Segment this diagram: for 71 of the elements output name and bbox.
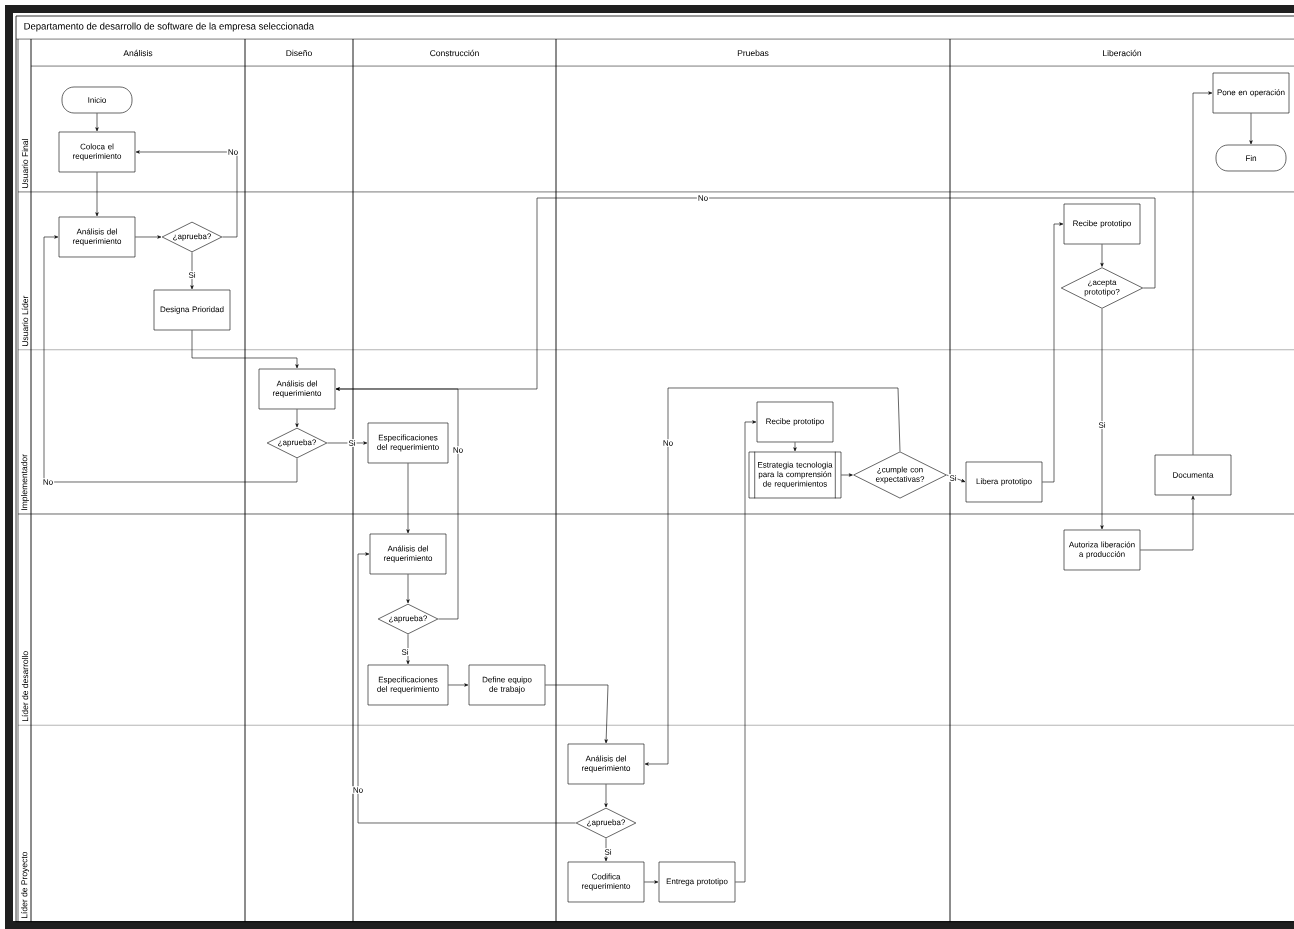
- edge-label: Si: [1097, 421, 1107, 429]
- arrow: [545, 684, 609, 744]
- edge-label: Si: [948, 474, 958, 482]
- arrow: [1192, 91, 1213, 455]
- arrow: [1042, 222, 1064, 483]
- lane-label: Usuario Final: [21, 139, 29, 189]
- arrow: [735, 420, 757, 883]
- edge-label: No: [351, 786, 365, 794]
- subprocess-box: Estrategia tecnologia para la comprensión de requerimientos: [748, 451, 842, 499]
- arrow: [335, 197, 1156, 391]
- process-box: Análisis del requerimiento: [369, 533, 447, 575]
- process-box: Documenta: [1154, 454, 1232, 496]
- column-header: Análisis: [123, 49, 153, 57]
- arrow: [448, 683, 469, 687]
- process-box: Autoriza liberación a producción: [1063, 529, 1141, 571]
- process-box: Coloca el requerimiento: [58, 131, 136, 173]
- column-header: Pruebas: [737, 49, 769, 57]
- arrow: [135, 235, 162, 239]
- arrow: [841, 473, 853, 477]
- column-header: Liberación: [1103, 49, 1142, 57]
- arrow: [1100, 244, 1104, 267]
- column-header: Diseño: [286, 49, 312, 57]
- edge-label: Si: [347, 439, 357, 447]
- arrow: [357, 552, 577, 824]
- process-box: Designa Prioridad: [153, 289, 231, 331]
- edge-label: Si: [603, 848, 613, 856]
- lane-label: Usuario Líder: [21, 295, 29, 347]
- lane-label: Líder de desarrollo: [21, 651, 29, 721]
- process-box: Especificaciones del requerimiento: [367, 664, 449, 706]
- arrow: [95, 172, 99, 217]
- diagram-title: Departamento de desarrollo de software de la empresa seleccionada: [24, 22, 315, 32]
- edge-label: Si: [400, 648, 410, 656]
- arrow: [793, 442, 797, 452]
- edge-label: Si: [187, 271, 197, 279]
- process-box: Entrega prototipo: [658, 861, 736, 903]
- process-box: Codifica requerimiento: [567, 861, 645, 903]
- arrow: [644, 387, 901, 766]
- process-box: Recibe prototipo: [756, 401, 834, 443]
- edge-label: No: [696, 194, 710, 202]
- lane-label: Líder de Proyecto: [21, 851, 29, 918]
- arrow: [946, 474, 966, 483]
- edge-label: No: [661, 439, 675, 447]
- process-box: Define equipo de trabajo: [468, 664, 546, 706]
- column-header: Construcción: [430, 49, 479, 57]
- arrow: [295, 409, 299, 428]
- arrow: [1100, 308, 1104, 530]
- arrow: [406, 634, 410, 665]
- edge-label: No: [226, 148, 240, 156]
- process-box: Análisis del requerimiento: [567, 743, 645, 785]
- process-box: Especificaciones del requerimiento: [367, 422, 449, 464]
- arrow: [604, 838, 608, 862]
- lane-label: Implementador: [21, 454, 29, 510]
- arrow: [1140, 495, 1195, 551]
- arrow: [43, 235, 298, 483]
- process-box: Libera prototipo: [965, 461, 1043, 503]
- process-box: Análisis del requerimiento: [58, 216, 136, 258]
- edge-label: No: [451, 446, 465, 454]
- arrow: [1249, 113, 1253, 145]
- process-box: Recibe prototipo: [1063, 203, 1141, 245]
- arrow: [604, 784, 608, 808]
- arrow: [406, 574, 410, 604]
- edge-label: No: [41, 478, 55, 486]
- arrow: [326, 441, 368, 445]
- arrow: [135, 150, 238, 238]
- process-box: Pone en operación: [1212, 72, 1290, 114]
- arrow: [644, 880, 659, 884]
- arrow: [191, 330, 299, 369]
- arrow: [95, 113, 99, 132]
- arrow: [190, 252, 194, 290]
- process-box: Análisis del requerimiento: [258, 368, 336, 410]
- arrow: [406, 463, 410, 534]
